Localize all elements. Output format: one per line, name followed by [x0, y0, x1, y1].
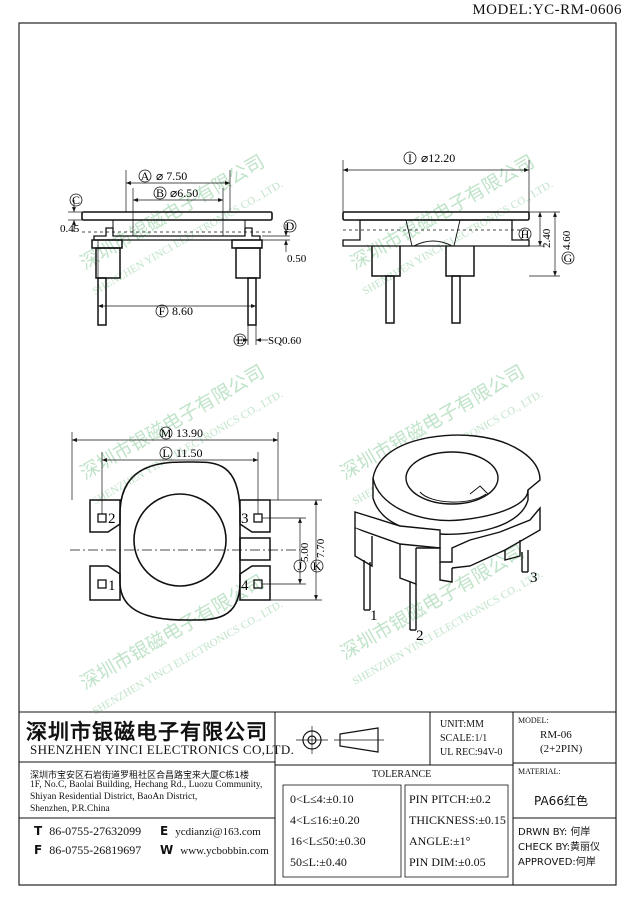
- fax-label: F: [34, 843, 43, 857]
- dim-value: 0.45: [60, 223, 80, 235]
- pin-tolerance-row: PIN PITCH:±0.2: [409, 792, 491, 806]
- dim-value: 13.90: [176, 426, 203, 440]
- pin-tolerance-row: THICKNESS:±0.15: [409, 813, 506, 827]
- dim-value: ⌀6.50: [170, 186, 198, 200]
- tel-value: 86-0755-27632099: [49, 824, 142, 838]
- dim-value: 11.50: [176, 446, 203, 460]
- model-box-value: RM-06: [540, 729, 572, 741]
- dim-letter: I: [408, 151, 412, 165]
- pin-tolerance-row: PIN DIM:±0.05: [409, 855, 486, 869]
- pin-tolerance-row: ANGLE:±1°: [409, 834, 471, 848]
- approved-by: APPROVED:何岸: [518, 857, 596, 868]
- pin-number: 1: [370, 608, 378, 624]
- dim-value: SQ0.60: [268, 335, 302, 347]
- dim-letter: G: [564, 251, 573, 265]
- pin-number: 1: [108, 578, 116, 594]
- title-block: [19, 711, 616, 885]
- pin-number: 3: [530, 570, 538, 586]
- drawing-frame: [18, 22, 617, 886]
- dim-value: 2.40: [541, 228, 553, 248]
- company-name-cn: 深圳市银磁电子有限公司: [26, 720, 268, 744]
- dim-letter: B: [156, 186, 164, 200]
- address-en-2: Shiyan Residential District, BaoAn Distr…: [30, 792, 198, 802]
- address-cn: 深圳市宝安区石岩街道罗租社区合昌路宝来大厦C栋1楼: [30, 771, 250, 781]
- email-label: E: [160, 824, 169, 838]
- contact-fax: F 86-0755-26819697: [34, 843, 141, 858]
- dim-letter: F: [159, 304, 166, 318]
- model-box-sub: (2+2PIN): [540, 743, 583, 755]
- tolerance-title: TOLERANCE: [372, 769, 432, 780]
- contact-tel: T 86-0755-27632099: [34, 824, 141, 839]
- dim-letter: K: [313, 559, 322, 573]
- pin-number: 2: [108, 511, 116, 527]
- dim-letter: E: [236, 333, 243, 347]
- tolerance-row: 50≤L:±0.40: [290, 855, 347, 869]
- tolerance-row: 0<L≤4:±0.10: [290, 792, 354, 806]
- address-en-3: Shenzhen, P.R.China: [30, 804, 110, 814]
- email-value[interactable]: ycdianzi@163.com: [175, 826, 261, 838]
- tel-label: T: [34, 824, 43, 838]
- model-title: MODEL:YC-RM-0606: [472, 2, 622, 18]
- fax-value: 86-0755-26819697: [49, 843, 142, 857]
- drawn-by: DRWN BY: 何岸: [518, 827, 591, 838]
- spec-unit: UNIT:MM: [440, 719, 484, 730]
- dim-value: 4.60: [561, 230, 573, 250]
- material-label: MATERIAL:: [518, 767, 561, 776]
- side-view: [342, 211, 530, 324]
- model-box-label: MODEL:: [518, 716, 549, 725]
- pin-number: 4: [241, 578, 249, 594]
- address-en-1: 1F, No.C, Baolai Building, Hechang Rd., …: [30, 780, 263, 790]
- isometric-view: [354, 434, 541, 631]
- dim-value: ⌀12.20: [421, 151, 455, 165]
- company-name-en: SHENZHEN YINCI ELECTRONICS CO,LTD.: [30, 742, 295, 757]
- spec-scale: SCALE:1/1: [440, 733, 488, 744]
- pin-number: 2: [416, 628, 424, 644]
- dim-letter: D: [286, 219, 295, 233]
- dim-value: 8.60: [172, 304, 193, 318]
- contact-web: W www.ycbobbin.com: [160, 843, 269, 858]
- dim-letter: H: [521, 227, 530, 241]
- spec-ul: UL REC:94V-0: [440, 747, 503, 758]
- web-value[interactable]: www.ycbobbin.com: [180, 845, 269, 857]
- dim-letter: M: [161, 426, 172, 440]
- bottom-view: [70, 461, 300, 621]
- dim-value: 0.50: [287, 253, 307, 265]
- web-label: W: [160, 843, 174, 857]
- tolerance-row: 16<L≤50:±0.30: [290, 834, 366, 848]
- pin-labels: 2 1 3 4 1 2 3: [108, 511, 538, 644]
- pin-number: 3: [241, 511, 249, 527]
- tolerance-row: 4<L≤16:±0.20: [290, 813, 360, 827]
- material-value: PA66红色: [534, 794, 588, 808]
- dim-value: 5.00: [299, 542, 311, 562]
- dim-value: 7.70: [315, 538, 327, 558]
- dim-letter: C: [72, 193, 80, 207]
- dim-letter: L: [162, 446, 169, 460]
- contact-email: E ycdianzi@163.com: [160, 824, 261, 839]
- dim-letter: A: [141, 169, 150, 183]
- dim-value: ⌀ 7.50: [156, 169, 187, 183]
- dim-letter: J: [298, 559, 303, 573]
- dim-labels: A ⌀ 7.50 B ⌀6.50 C 0.45 D 0.50 E SQ0.60 …: [60, 151, 575, 573]
- check-by: CHECK BY:黄丽仪: [518, 842, 601, 853]
